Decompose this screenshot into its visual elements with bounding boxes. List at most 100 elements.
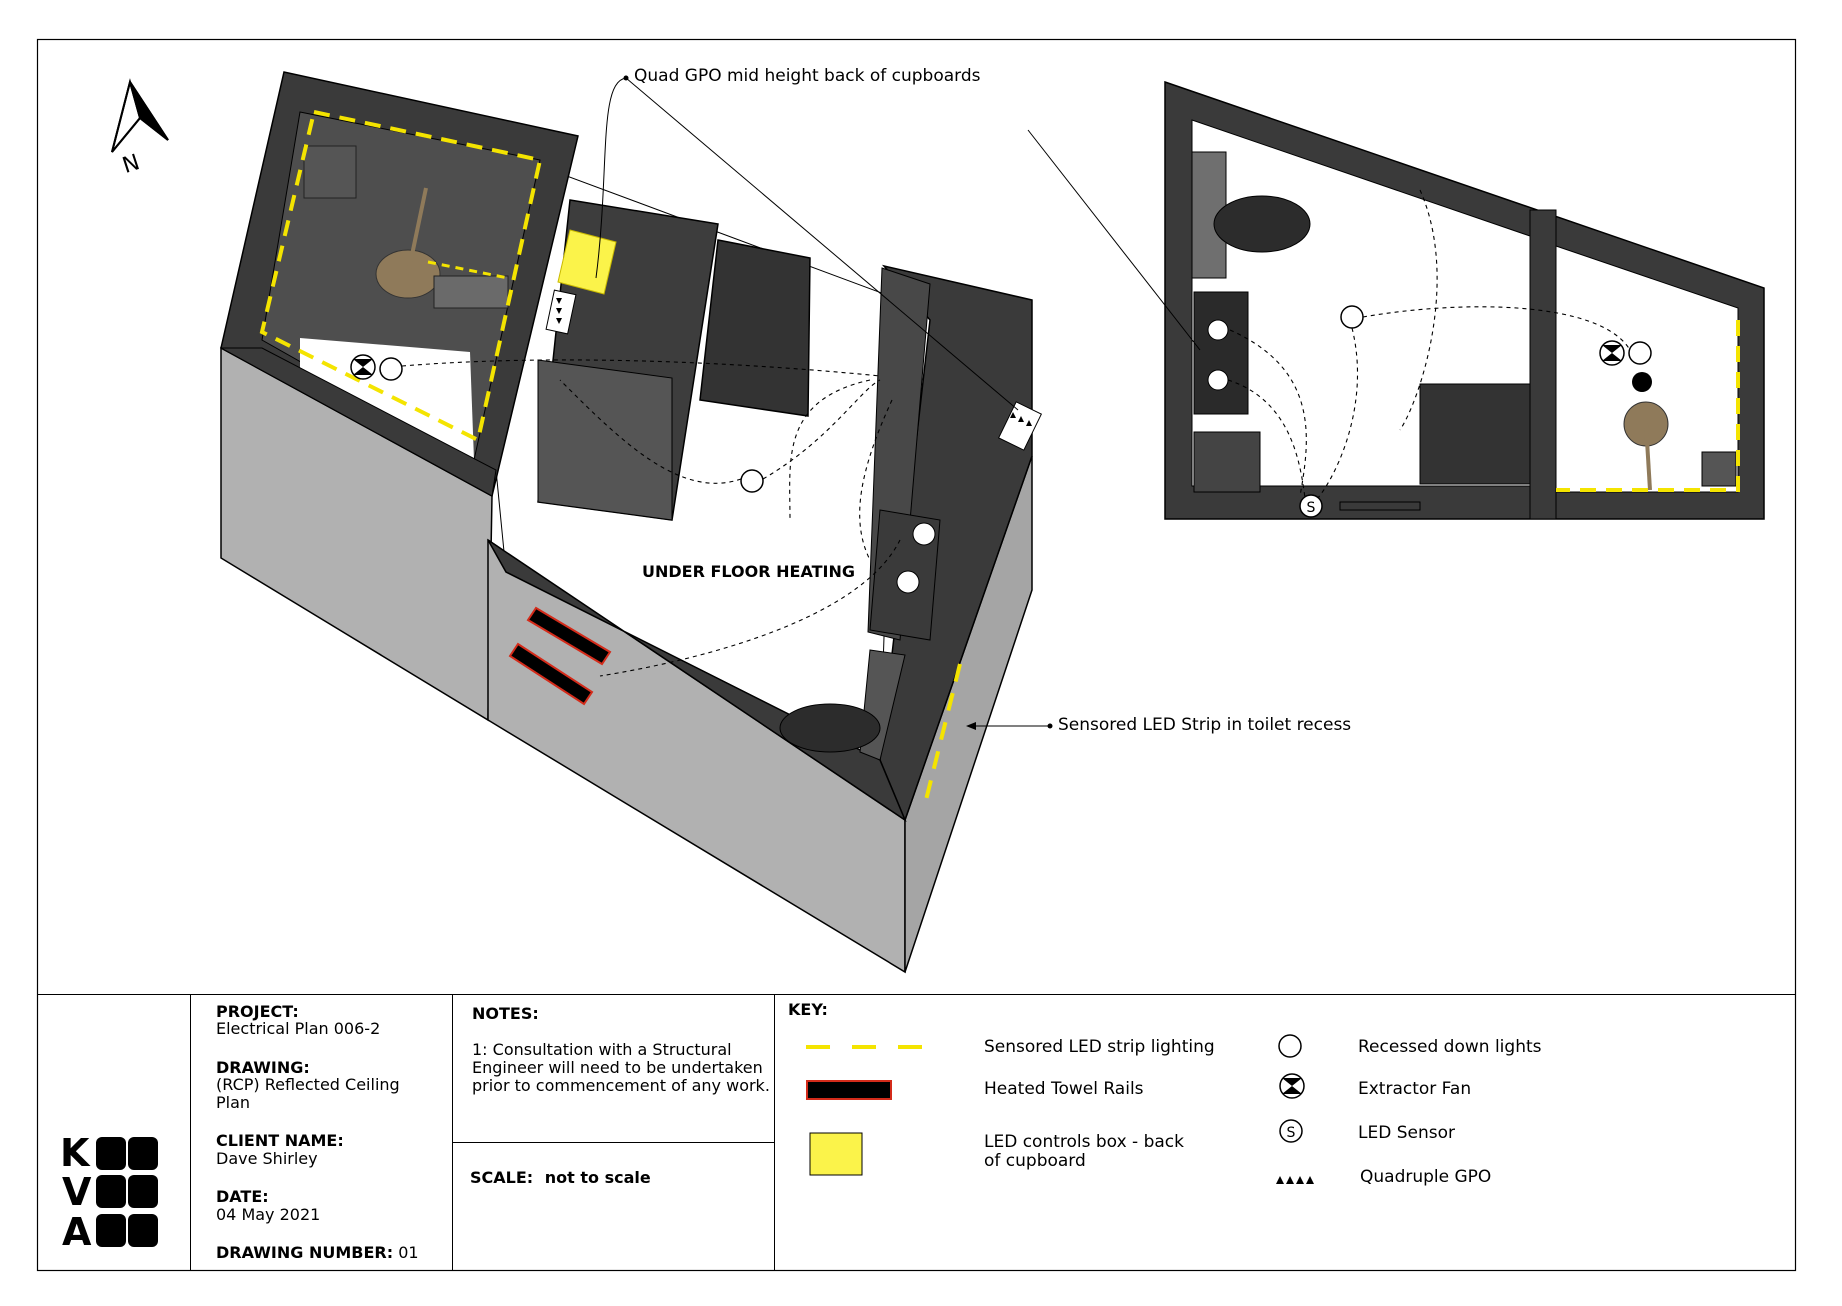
wiring-line bbox=[1317, 327, 1359, 499]
led-strip-toilet-recess bbox=[922, 663, 962, 809]
plan-drain bbox=[1632, 372, 1652, 392]
drawing-label: DRAWING: bbox=[216, 1058, 310, 1077]
led-sensor-icon: S bbox=[1279, 1119, 1303, 1143]
heated-towel-rail-icon bbox=[526, 606, 612, 666]
leader-arrowhead bbox=[966, 722, 976, 730]
notes-divider bbox=[452, 1142, 774, 1143]
annotation-led-strip: Sensored LED Strip in toilet recess bbox=[1058, 715, 1352, 735]
wiring-line bbox=[859, 399, 893, 561]
logo-letter-k: K bbox=[60, 1131, 90, 1175]
logo-square bbox=[96, 1137, 126, 1170]
extractor-fan-icon bbox=[1599, 340, 1625, 366]
axonometric-plan bbox=[220, 71, 1053, 974]
logo-square bbox=[96, 1214, 126, 1247]
recessed-down-light-icon bbox=[379, 357, 403, 381]
logo-square bbox=[128, 1214, 158, 1247]
plan-view: S bbox=[1027, 80, 1765, 520]
key-towel-rail-swatch bbox=[806, 1080, 892, 1100]
leader-dot bbox=[623, 75, 629, 81]
plan-partition bbox=[1529, 209, 1557, 520]
toilet-bowl bbox=[779, 703, 881, 753]
key-gpo: Quadruple GPO bbox=[1360, 1167, 1492, 1187]
annotation-quad-gpo: Quad GPO mid height back of cupboards bbox=[634, 66, 981, 86]
logo-square bbox=[128, 1137, 158, 1170]
wiring-line bbox=[599, 539, 901, 677]
logo-letter-v: V bbox=[62, 1170, 92, 1214]
extractor-fan-icon bbox=[350, 354, 376, 380]
svg-text:S: S bbox=[1287, 1125, 1296, 1141]
basin-icon bbox=[896, 570, 920, 594]
shower-niche bbox=[303, 145, 357, 199]
project-value: Electrical Plan 006-2 bbox=[216, 1019, 381, 1038]
recessed-down-light-icon bbox=[1628, 341, 1652, 365]
key-extractor: Extractor Fan bbox=[1358, 1079, 1472, 1099]
date-value: 04 May 2021 bbox=[216, 1205, 321, 1224]
date-label: DATE: bbox=[216, 1187, 269, 1206]
north-arrow-icon bbox=[111, 78, 169, 153]
led-strip-plan bbox=[1556, 320, 1740, 492]
title-block-divider bbox=[774, 994, 775, 1271]
cupboard-block bbox=[699, 239, 811, 417]
plan-toilet-bowl bbox=[1213, 195, 1311, 253]
led-sensor-icon: S bbox=[1299, 494, 1323, 518]
logo-square bbox=[128, 1175, 158, 1208]
led-strip-shower bbox=[259, 110, 543, 443]
key-downlights: Recessed down lights bbox=[1358, 1037, 1542, 1057]
wiring-line bbox=[1227, 379, 1306, 499]
wall-top-west bbox=[220, 347, 497, 497]
logo-letter-a: A bbox=[62, 1210, 92, 1254]
quad-gpo-icon bbox=[997, 401, 1043, 451]
scale-label: SCALE: bbox=[470, 1168, 534, 1187]
client-label: CLIENT NAME: bbox=[216, 1131, 344, 1150]
plan-shower-arm bbox=[1644, 423, 1652, 491]
plan-vanity bbox=[1193, 291, 1249, 415]
client-value: Dave Shirley bbox=[216, 1149, 318, 1168]
heated-towel-rail-icon bbox=[508, 642, 594, 706]
drawing-value: (RCP) Reflected Ceiling Plan bbox=[216, 1075, 400, 1112]
wiring-line bbox=[401, 359, 881, 377]
leader-line bbox=[1027, 129, 1201, 351]
key-symbols: S bbox=[806, 1034, 1314, 1184]
wiring-line bbox=[789, 379, 871, 521]
scale-value: not to scale bbox=[544, 1168, 651, 1187]
wiring-line bbox=[762, 379, 881, 480]
key-towel-rails: Heated Towel Rails bbox=[984, 1079, 1144, 1099]
recessed-down-light-icon bbox=[1340, 305, 1364, 329]
notes-label: NOTES: bbox=[472, 1004, 539, 1023]
key-controls-box: LED controls box - back of cupboard bbox=[984, 1132, 1184, 1171]
basin-icon bbox=[1207, 319, 1229, 341]
key-controls-box-swatch bbox=[809, 1132, 863, 1176]
logo-square bbox=[96, 1175, 126, 1208]
notes-text: 1: Consultation with a Structural Engine… bbox=[472, 1040, 770, 1095]
svg-text:S: S bbox=[1307, 500, 1316, 516]
sheet-border bbox=[36, 38, 1797, 1272]
leader-line bbox=[595, 77, 627, 279]
recessed-down-light-icon bbox=[740, 469, 764, 493]
led-controls-box-icon bbox=[557, 229, 617, 295]
wiring-line bbox=[1399, 189, 1438, 431]
wiring-line bbox=[1362, 306, 1631, 351]
wiring-line bbox=[559, 379, 742, 484]
drawing-number: DRAWING NUMBER: 01 bbox=[216, 1243, 419, 1262]
wiring-line bbox=[1229, 329, 1307, 497]
under-floor-heating-label: UNDER FLOOR HEATING bbox=[642, 562, 855, 581]
key-sensor: LED Sensor bbox=[1358, 1123, 1455, 1143]
scale: SCALE: not to scale bbox=[470, 1168, 651, 1187]
drawing-number-value: 01 bbox=[398, 1243, 419, 1262]
extractor-fan-icon bbox=[1279, 1073, 1305, 1099]
title-block-divider bbox=[190, 994, 191, 1271]
key-title: KEY: bbox=[788, 1000, 828, 1019]
quad-gpo-icon bbox=[1276, 1176, 1314, 1184]
title-block-divider bbox=[452, 994, 453, 1271]
key-led-strip: Sensored LED strip lighting bbox=[984, 1037, 1215, 1057]
leader-line bbox=[625, 77, 1019, 411]
recessed-down-light-icon bbox=[1278, 1034, 1302, 1058]
plan-towel-rail bbox=[1339, 501, 1421, 511]
vanity-front bbox=[537, 359, 673, 521]
project-label: PROJECT: bbox=[216, 1002, 299, 1021]
plan-shower-niche bbox=[1701, 451, 1737, 487]
leader-dot bbox=[1047, 723, 1053, 729]
plan-cupboard bbox=[1193, 431, 1261, 493]
plan-cabinet bbox=[1419, 383, 1531, 485]
